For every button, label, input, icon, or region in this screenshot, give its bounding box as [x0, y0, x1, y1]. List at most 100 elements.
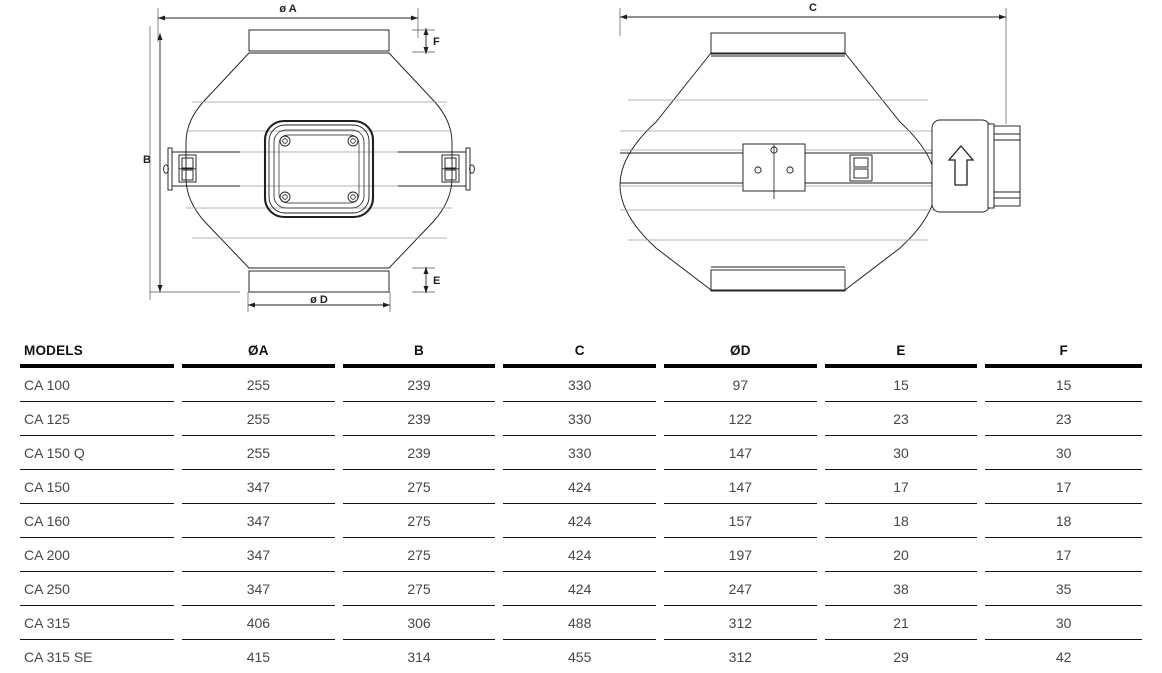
- cell-e: 20: [821, 538, 982, 572]
- cell-f: 23: [981, 402, 1142, 436]
- cell-a: 255: [178, 436, 339, 470]
- column-header-models: MODELS: [20, 343, 178, 366]
- side-bottom-duct-spigot: [711, 267, 845, 291]
- table-row: CA 150 347 275 424 147 17 17: [20, 470, 1142, 504]
- cell-model: CA 315 SE: [20, 640, 178, 673]
- cell-e: 21: [821, 606, 982, 640]
- column-header-e: E: [821, 343, 982, 366]
- table-row: CA 100 255 239 330 97 15 15: [20, 366, 1142, 402]
- models-dimensions-table: MODELS ØA B C ØD E F CA 100 255 239 330 …: [20, 343, 1142, 673]
- cell-b: 275: [339, 538, 500, 572]
- housing-outline: [186, 53, 452, 268]
- cell-c: 424: [499, 572, 660, 606]
- cell-a: 415: [178, 640, 339, 673]
- column-header-f: F: [981, 343, 1142, 366]
- technical-drawings-panel: ø A B F E ø D: [0, 0, 1162, 335]
- dimension-f: F: [426, 28, 440, 54]
- cell-model: CA 100: [20, 366, 178, 402]
- cell-f: 17: [981, 538, 1142, 572]
- dimension-label-c: C: [809, 2, 817, 14]
- drawings-svg: ø A B F E ø D: [0, 0, 1162, 335]
- cell-a: 406: [178, 606, 339, 640]
- dimension-label-d: ø D: [310, 294, 328, 306]
- mounting-bracket-right: [398, 148, 474, 190]
- table-row: CA 125 255 239 330 122 23 23: [20, 402, 1142, 436]
- cell-model: CA 250: [20, 572, 178, 606]
- cell-e: 18: [821, 504, 982, 538]
- cell-d: 312: [660, 640, 821, 673]
- cell-b: 275: [339, 504, 500, 538]
- cell-c: 330: [499, 436, 660, 470]
- cell-d: 247: [660, 572, 821, 606]
- cell-a: 347: [178, 538, 339, 572]
- cell-d: 157: [660, 504, 821, 538]
- cell-a: 347: [178, 572, 339, 606]
- square-access-cover: [265, 121, 373, 217]
- cell-e: 15: [821, 366, 982, 402]
- dimension-b: B: [143, 33, 160, 292]
- cell-d: 312: [660, 606, 821, 640]
- table-row: CA 315 SE 415 314 455 312 29 42: [20, 640, 1142, 673]
- cell-c: 455: [499, 640, 660, 673]
- table-row: CA 160 347 275 424 157 18 18: [20, 504, 1142, 538]
- cell-b: 314: [339, 640, 500, 673]
- table-row: CA 315 406 306 488 312 21 30: [20, 606, 1142, 640]
- column-header-b: B: [339, 343, 500, 366]
- cell-a: 255: [178, 402, 339, 436]
- side-terminal-box-label-icon: [850, 155, 872, 181]
- column-header-c: C: [499, 343, 660, 366]
- cell-e: 30: [821, 436, 982, 470]
- cell-b: 239: [339, 402, 500, 436]
- table-header: MODELS ØA B C ØD E F: [20, 343, 1142, 366]
- cell-model: CA 150: [20, 470, 178, 504]
- cell-d: 147: [660, 470, 821, 504]
- cell-b: 306: [339, 606, 500, 640]
- cell-model: CA 150 Q: [20, 436, 178, 470]
- column-header-diameter-a: ØA: [178, 343, 339, 366]
- cell-f: 42: [981, 640, 1142, 673]
- column-header-diameter-d: ØD: [660, 343, 821, 366]
- cell-c: 424: [499, 504, 660, 538]
- terminal-box-label-icon: [179, 155, 196, 182]
- cell-c: 330: [499, 402, 660, 436]
- dimension-diameter-a: ø A: [158, 3, 418, 18]
- table-header-row: MODELS ØA B C ØD E F: [20, 343, 1142, 366]
- cell-d: 197: [660, 538, 821, 572]
- top-duct-spigot: [249, 30, 389, 53]
- dimension-label-b: B: [143, 154, 151, 166]
- cell-f: 30: [981, 606, 1142, 640]
- cell-model: CA 125: [20, 402, 178, 436]
- cell-a: 347: [178, 470, 339, 504]
- specifications-table-panel: MODELS ØA B C ØD E F CA 100 255 239 330 …: [20, 343, 1142, 673]
- cell-model: CA 315: [20, 606, 178, 640]
- front-elevation-drawing: ø A B F E ø D: [143, 3, 474, 312]
- cell-b: 239: [339, 366, 500, 402]
- cell-f: 30: [981, 436, 1142, 470]
- dimension-label-e: E: [433, 275, 440, 287]
- cell-c: 424: [499, 470, 660, 504]
- cell-model: CA 200: [20, 538, 178, 572]
- cell-d: 122: [660, 402, 821, 436]
- dimension-label-a: ø A: [279, 3, 296, 15]
- cell-b: 275: [339, 470, 500, 504]
- cell-d: 147: [660, 436, 821, 470]
- cell-e: 17: [821, 470, 982, 504]
- motor-housing: [932, 120, 1020, 212]
- cell-b: 275: [339, 572, 500, 606]
- cell-c: 330: [499, 366, 660, 402]
- cell-e: 23: [821, 402, 982, 436]
- side-extension-lines: [620, 8, 1006, 124]
- cell-f: 15: [981, 366, 1142, 402]
- cell-a: 347: [178, 504, 339, 538]
- cell-b: 239: [339, 436, 500, 470]
- terminal-box-label-icon-right: [442, 155, 459, 182]
- side-elevation-drawing: C: [620, 2, 1020, 291]
- dimension-e: E: [426, 267, 440, 293]
- cell-c: 424: [499, 538, 660, 572]
- cell-a: 255: [178, 366, 339, 402]
- cell-e: 38: [821, 572, 982, 606]
- dimension-label-f: F: [433, 36, 440, 48]
- dimension-diameter-d: ø D: [248, 294, 390, 306]
- mounting-bracket-left: [164, 148, 240, 190]
- cell-f: 35: [981, 572, 1142, 606]
